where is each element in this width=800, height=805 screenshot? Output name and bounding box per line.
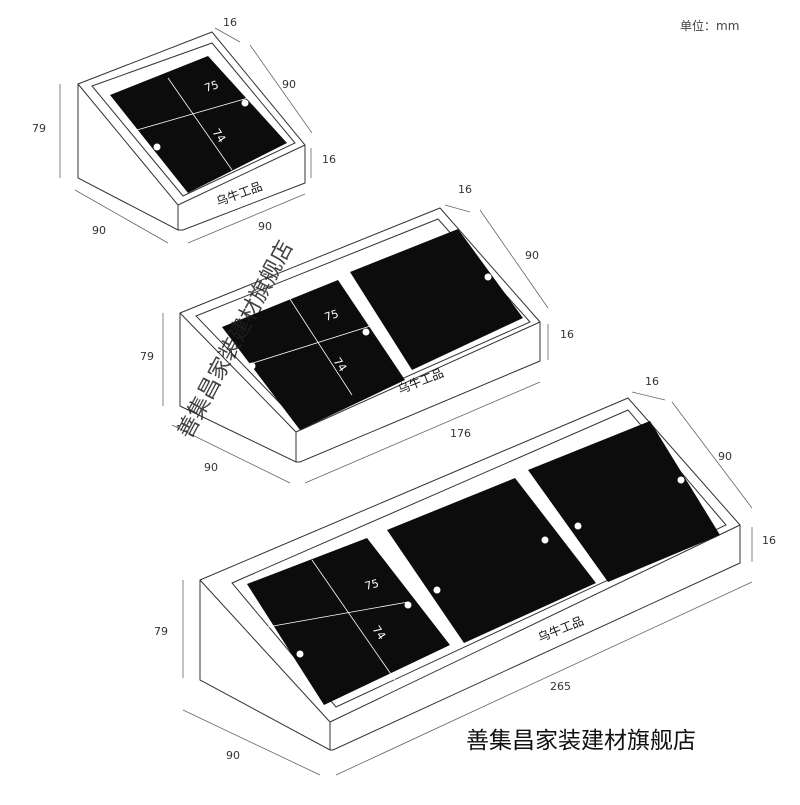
large-depth-back: 90 (718, 450, 732, 463)
large-top: 16 (645, 375, 659, 388)
store-watermark: 善集昌家装建材旗舰店 (466, 728, 696, 754)
medium-length: 176 (450, 427, 471, 440)
medium-inner-width: 75 (323, 307, 340, 324)
small-holder-panel (110, 56, 287, 193)
medium-holder-panel-1 (222, 280, 405, 430)
medium-depth-left: 90 (204, 461, 218, 474)
medium-right-height: 16 (560, 328, 574, 341)
large-inner-width: 75 (363, 577, 380, 593)
medium-depth-back: 90 (525, 249, 539, 262)
large-holder-panel-2 (387, 478, 596, 643)
unit-label: 单位：mm (680, 18, 739, 33)
small-right-height: 16 (322, 153, 336, 166)
medium-top: 16 (458, 183, 472, 196)
large-depth-left: 90 (226, 749, 240, 762)
medium-holder: 75 74 乌牛工品 79 16 90 16 90 176 (140, 183, 574, 484)
small-holder: 75 74 乌牛工品 79 16 90 16 90 90 (32, 16, 336, 244)
small-length: 90 (258, 220, 272, 233)
medium-height: 79 (140, 350, 154, 363)
small-depth-back: 90 (282, 78, 296, 91)
small-inner-width: 75 (203, 78, 220, 95)
medium-holder-panel-2 (350, 229, 523, 370)
large-length: 265 (550, 680, 571, 693)
large-holder: 75 74 乌牛工品 79 16 90 16 90 265 (154, 375, 776, 776)
small-top: 16 (223, 16, 237, 29)
large-right-height: 16 (762, 534, 776, 547)
small-height: 79 (32, 122, 46, 135)
large-height: 79 (154, 625, 168, 638)
large-holder-panel-3 (528, 421, 720, 582)
small-depth-left: 90 (92, 224, 106, 237)
large-holder-panel-1 (247, 538, 450, 705)
